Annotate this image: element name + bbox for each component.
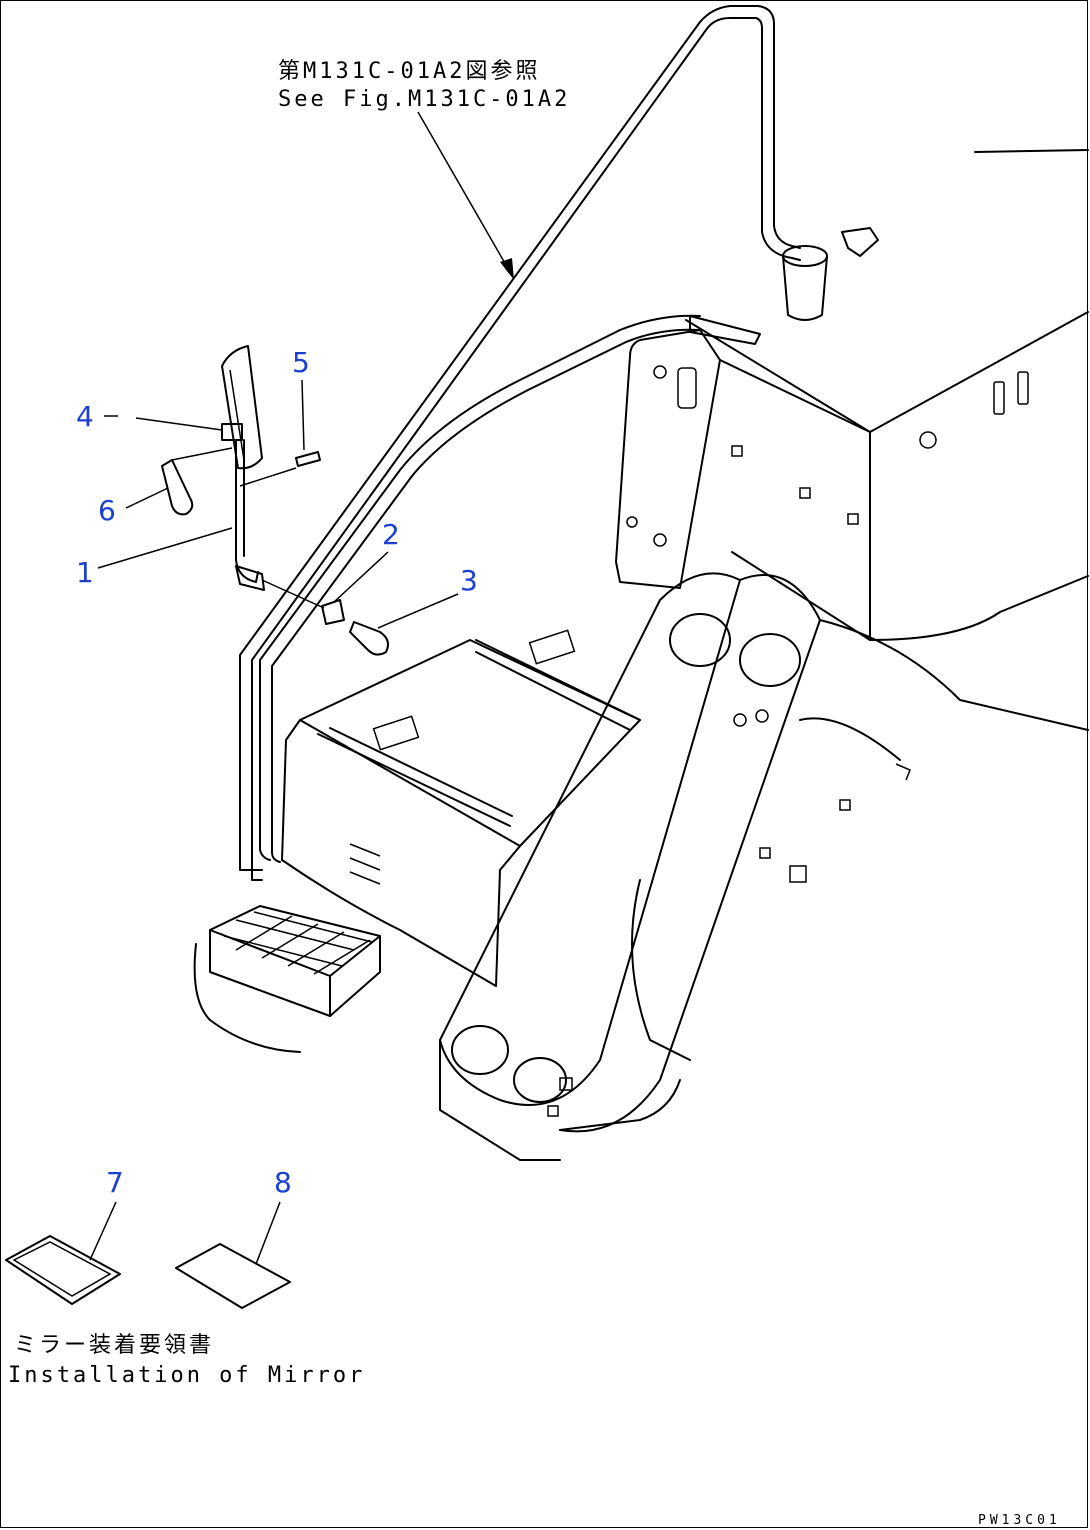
callout-7: 7 xyxy=(106,1166,124,1199)
reference-note-ja: 第M131C-01A2図参照 xyxy=(278,59,540,84)
instruction-note-en: Installation of Mirror xyxy=(8,1363,365,1388)
reference-leader xyxy=(417,111,514,280)
mirror-clamp xyxy=(221,423,243,441)
handrail xyxy=(239,5,801,881)
reference-note: 第M131C-01A2図参照 See Fig.M131C-01A2 xyxy=(278,59,570,112)
machine-body xyxy=(615,149,1089,641)
stay-bolt xyxy=(349,621,389,656)
callout-4: 4 xyxy=(76,400,94,433)
instruction-note-ja: ミラー装着要領書 xyxy=(14,1333,214,1358)
instruction-note: ミラー装着要領書 Installation of Mirror xyxy=(8,1333,365,1388)
callout-1: 1 xyxy=(76,556,94,589)
callout-6: 6 xyxy=(98,494,116,527)
pin xyxy=(295,451,321,467)
clamp-plate xyxy=(321,599,345,625)
callout-3: 3 xyxy=(460,564,478,597)
callouts: 1 2 3 4 5 6 7 8 xyxy=(76,346,478,1265)
instruction-sheet-7 xyxy=(5,1235,121,1305)
post-bracket xyxy=(841,227,879,257)
step xyxy=(193,905,381,1053)
tool-box xyxy=(281,629,641,987)
mirror-assembly xyxy=(161,345,389,656)
sheet-8 xyxy=(175,1243,291,1309)
callout-8: 8 xyxy=(274,1166,292,1199)
callout-5: 5 xyxy=(292,346,310,379)
drawing-code: PW13C01 xyxy=(978,1513,1061,1528)
mirror-bolt xyxy=(161,459,194,516)
mounting-post xyxy=(782,245,828,321)
callout-2: 2 xyxy=(382,518,400,551)
reference-note-en: See Fig.M131C-01A2 xyxy=(278,87,570,112)
boom-links xyxy=(439,572,1089,1161)
